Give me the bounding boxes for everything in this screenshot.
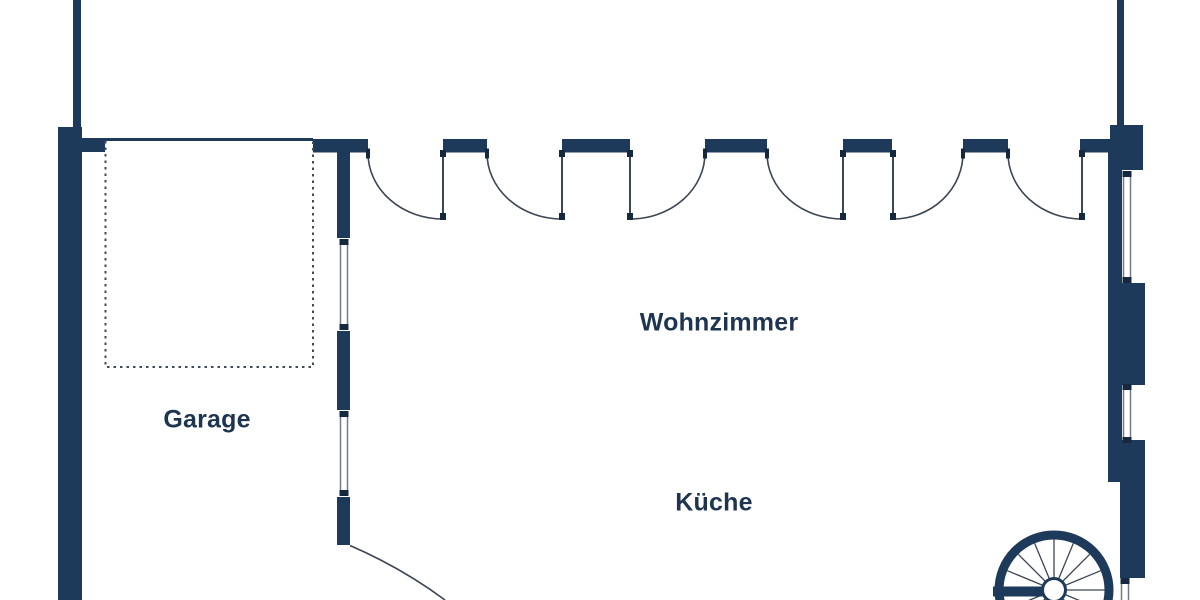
spiral-stair-entry-edge	[993, 586, 1054, 597]
swing-door-4-hinge-cap	[840, 150, 846, 157]
wall-north-segment-3	[562, 139, 630, 153]
window-garage-wall-1-cap-top	[339, 239, 349, 245]
garage-door-line	[105, 138, 313, 141]
swing-door-5-leaf-cap	[890, 213, 896, 220]
window-garage-wall-1-cap-bottom	[339, 324, 349, 330]
swing-door-1-jamb-cap	[366, 148, 370, 159]
swing-door-1-hinge-cap	[440, 150, 446, 157]
swing-door-6-swing-arc	[1007, 152, 1083, 220]
swing-door-4-swing-arc	[766, 152, 844, 220]
garage-door-post-west	[81, 138, 105, 152]
window-east-1-cap-top	[1122, 171, 1132, 177]
swing-door-2-swing-arc	[486, 152, 563, 220]
window-garage-wall-2-cap-top	[339, 411, 349, 417]
swing-door-5-jamb-cap	[961, 148, 965, 159]
swing-door-6-hinge-cap	[1079, 150, 1085, 157]
garage-clearance-dashed-outline	[104, 141, 314, 368]
window-garage-wall-2-cap-bottom	[339, 490, 349, 496]
wall-north-segment-5	[843, 139, 892, 153]
wall-north-segment-4	[705, 139, 767, 153]
outer-wall-west	[58, 127, 82, 600]
swing-door-5-swing-arc	[892, 152, 964, 220]
swing-door-5-hinge-cap	[890, 150, 896, 157]
wall-garage-east-2	[337, 331, 350, 410]
spiral-stair-center-post	[1041, 577, 1067, 600]
wall-north-segment-2	[443, 139, 487, 153]
swing-door-6-jamb-cap	[1006, 148, 1010, 159]
wall-garage-east-1	[337, 150, 350, 238]
swing-door-2-jamb-cap	[485, 148, 489, 159]
swing-door-3-swing-arc	[629, 152, 706, 220]
door-arc-garage-south	[349, 544, 446, 600]
window-east-2-cap-bottom	[1122, 437, 1132, 443]
swing-door-1-swing-arc	[367, 152, 444, 220]
swing-door-6-leaf-cap	[1079, 213, 1085, 220]
window-east-3-cap-top	[1120, 578, 1130, 584]
swing-door-3-leaf-cap	[627, 213, 633, 220]
outer-wall-east-pier-2	[1108, 440, 1145, 482]
swing-door-2-leaf-cap	[559, 213, 565, 220]
wall-garage-east-3	[337, 497, 350, 545]
window-east-1-cap-bottom	[1122, 277, 1132, 283]
swing-door-2-hinge-cap	[559, 150, 565, 157]
window-east-2-cap-top	[1122, 384, 1132, 390]
outer-wall-east-upper	[1117, 0, 1124, 126]
wall-north-segment-6	[963, 139, 1008, 153]
wall-north-segment-1	[313, 139, 368, 153]
wall-north-segment-7	[1080, 139, 1110, 153]
room-label-wohnzimmer: Wohnzimmer	[639, 308, 799, 337]
room-label-kueche: Küche	[675, 488, 753, 517]
outer-wall-east-pier-3	[1120, 482, 1145, 578]
swing-door-3-jamb-cap	[703, 148, 707, 159]
swing-door-1-leaf-cap	[440, 213, 446, 220]
outer-wall-east-pier-1	[1108, 283, 1145, 385]
room-label-garage: Garage	[163, 405, 251, 434]
swing-door-4-leaf-cap	[840, 213, 846, 220]
swing-door-4-jamb-cap	[765, 148, 769, 159]
swing-door-3-hinge-cap	[627, 150, 633, 157]
outer-wall-west-upper	[73, 0, 81, 128]
